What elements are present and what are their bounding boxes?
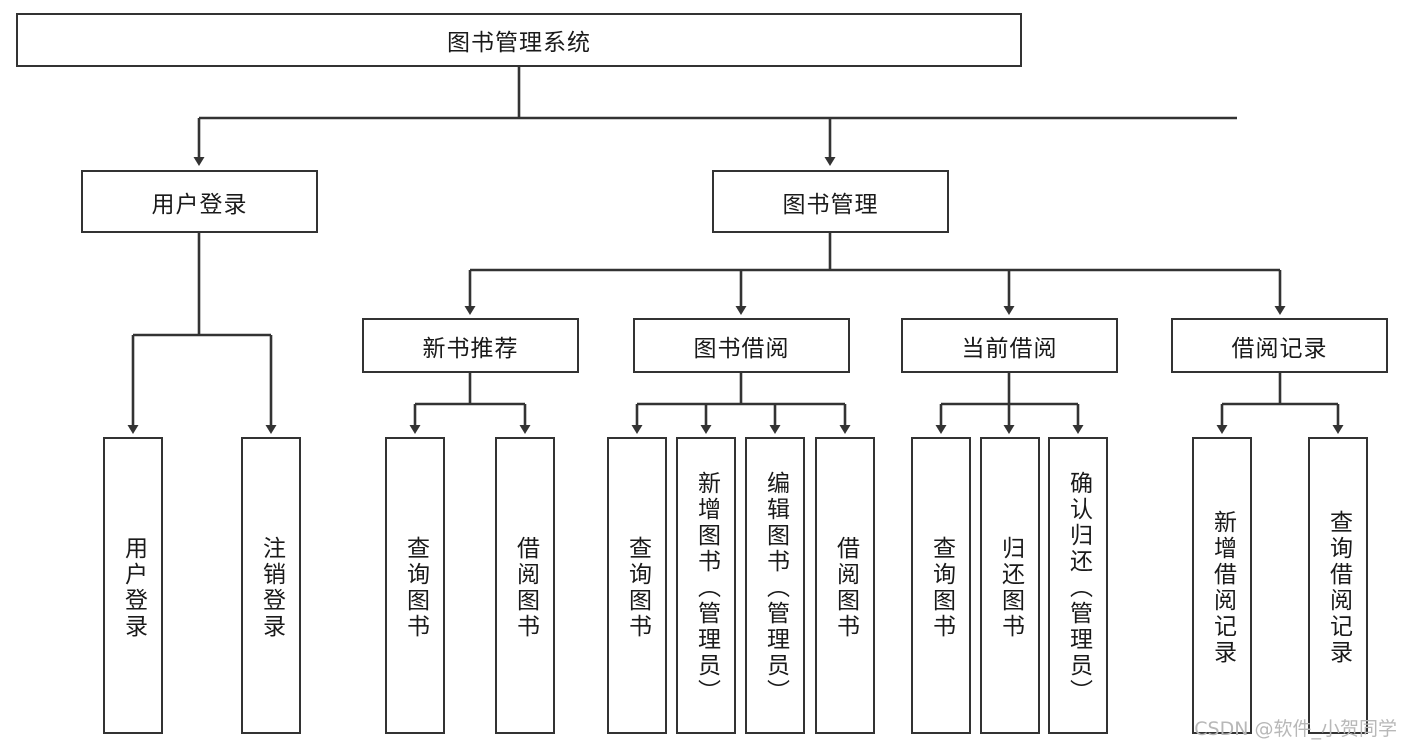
leaf-current-borrow-confirm-label: 确认归还（管理员）	[1065, 470, 1092, 705]
leaf-borrow-record-query[interactable]: 查询借阅记录	[1308, 437, 1368, 734]
leaf-new-book-borrow-label: 借阅图书	[512, 535, 539, 640]
leaf-book-borrow-borrow[interactable]: 借阅图书	[815, 437, 875, 734]
node-user-login[interactable]: 用户登录	[81, 170, 318, 233]
leaf-user-login-logout-label: 注销登录	[258, 535, 285, 640]
node-root-system[interactable]: 图书管理系统	[16, 13, 1022, 67]
leaf-user-login-logout[interactable]: 注销登录	[241, 437, 301, 734]
leaf-book-borrow-add-label: 新增图书（管理员）	[693, 470, 720, 705]
leaf-current-borrow-query[interactable]: 查询图书	[911, 437, 971, 734]
leaf-new-book-query[interactable]: 查询图书	[385, 437, 445, 734]
leaf-user-login-login-label: 用户登录	[120, 535, 147, 640]
node-book-borrow[interactable]: 图书借阅	[633, 318, 850, 373]
leaf-book-borrow-borrow-label: 借阅图书	[832, 535, 859, 640]
leaf-new-book-query-label: 查询图书	[402, 535, 429, 640]
node-current-borrow[interactable]: 当前借阅	[901, 318, 1118, 373]
leaf-book-borrow-edit[interactable]: 编辑图书（管理员）	[745, 437, 805, 734]
leaf-current-borrow-confirm[interactable]: 确认归还（管理员）	[1048, 437, 1108, 734]
node-book-borrow-label: 图书借阅	[693, 335, 790, 362]
node-user-login-label: 用户登录	[151, 191, 248, 218]
leaf-user-login-login[interactable]: 用户登录	[103, 437, 163, 734]
node-new-book-recommend-label: 新书推荐	[422, 335, 519, 362]
leaf-current-borrow-return-label: 归还图书	[997, 535, 1024, 640]
leaf-book-borrow-edit-label: 编辑图书（管理员）	[762, 470, 789, 705]
node-borrow-record-label: 借阅记录	[1231, 335, 1328, 362]
leaf-book-borrow-query-label: 查询图书	[624, 535, 651, 640]
leaf-current-borrow-return[interactable]: 归还图书	[980, 437, 1040, 734]
leaf-new-book-borrow[interactable]: 借阅图书	[495, 437, 555, 734]
leaf-current-borrow-query-label: 查询图书	[928, 535, 955, 640]
node-borrow-record[interactable]: 借阅记录	[1171, 318, 1388, 373]
leaf-book-borrow-query[interactable]: 查询图书	[607, 437, 667, 734]
leaf-borrow-record-add-label: 新增借阅记录	[1209, 509, 1236, 666]
leaf-borrow-record-add[interactable]: 新增借阅记录	[1192, 437, 1252, 734]
node-book-manage[interactable]: 图书管理	[712, 170, 949, 233]
node-book-manage-label: 图书管理	[782, 191, 879, 218]
node-new-book-recommend[interactable]: 新书推荐	[362, 318, 579, 373]
leaf-borrow-record-query-label: 查询借阅记录	[1325, 509, 1352, 666]
node-current-borrow-label: 当前借阅	[961, 335, 1058, 362]
leaf-book-borrow-add[interactable]: 新增图书（管理员）	[676, 437, 736, 734]
node-root-system-label: 图书管理系统	[447, 30, 591, 56]
